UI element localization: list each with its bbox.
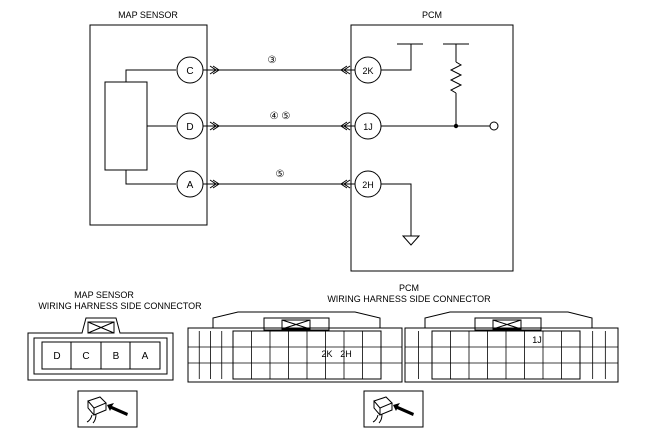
map-sensor-title: MAP SENSOR	[118, 10, 178, 20]
svg-text:C: C	[186, 66, 193, 77]
signal-terminal	[489, 121, 499, 131]
svg-text:1J: 1J	[363, 122, 373, 132]
wire-label-5: ⑤	[276, 169, 285, 180]
svg-text:2K: 2K	[362, 66, 373, 76]
map-sensor-block: MAP SENSOR C D A	[89, 10, 208, 226]
svg-text:D: D	[186, 122, 193, 133]
wire-c-2k: ③	[203, 55, 355, 75]
map-connector-pin-b: B	[113, 351, 120, 362]
map-pin-a: A	[176, 170, 204, 198]
pcm-connector-pin-2k: 2K	[321, 349, 332, 359]
map-connector: MAP SENSOR WIRING HARNESS SIDE CONNECTOR…	[27, 290, 202, 381]
map-connector-pin-c: C	[82, 351, 89, 362]
pcm-connector-pin-2h: 2H	[340, 349, 352, 359]
connector-view-icon	[77, 390, 138, 428]
pcm-connector-title-1: PCM	[399, 283, 419, 293]
wire-d-1j: ④ ⑤	[203, 111, 355, 131]
pcm-block: PCM 2K 1J 2H	[350, 10, 514, 272]
map-connector-title-2: WIRING HARNESS SIDE CONNECTOR	[38, 301, 202, 311]
resistor-icon	[449, 61, 463, 94]
wire-label-3: ③	[268, 55, 277, 66]
map-connector-title-1: MAP SENSOR	[74, 290, 134, 300]
sensor-element	[104, 81, 148, 171]
map-connector-pin-d: D	[53, 351, 60, 362]
pcm-connector: PCM WIRING HARNESS SIDE CONNECTOR 2K 2H	[187, 283, 619, 383]
pcm-connector-right-half: 1J	[404, 311, 619, 383]
pcm-title: PCM	[422, 10, 442, 20]
pcm-connector-pin-1j: 1J	[532, 335, 542, 345]
wire-label-4-5: ④ ⑤	[270, 111, 291, 122]
pcm-pin-1j: 1J	[354, 112, 382, 140]
pcm-connector-title-2: WIRING HARNESS SIDE CONNECTOR	[327, 294, 491, 304]
svg-text:A: A	[187, 180, 194, 191]
pcm-pin-2h: 2H	[354, 170, 382, 198]
map-pin-d: D	[176, 112, 204, 140]
pcm-connector-left-half: 2K 2H	[187, 311, 403, 383]
connector-view-icon	[363, 390, 424, 428]
map-connector-pin-a: A	[142, 351, 149, 362]
pcm-pin-2k: 2K	[354, 56, 382, 84]
svg-text:2H: 2H	[362, 180, 374, 190]
map-pin-c: C	[176, 56, 204, 84]
wire-a-2h: ⑤	[203, 169, 355, 189]
ground-icon	[401, 235, 421, 246]
